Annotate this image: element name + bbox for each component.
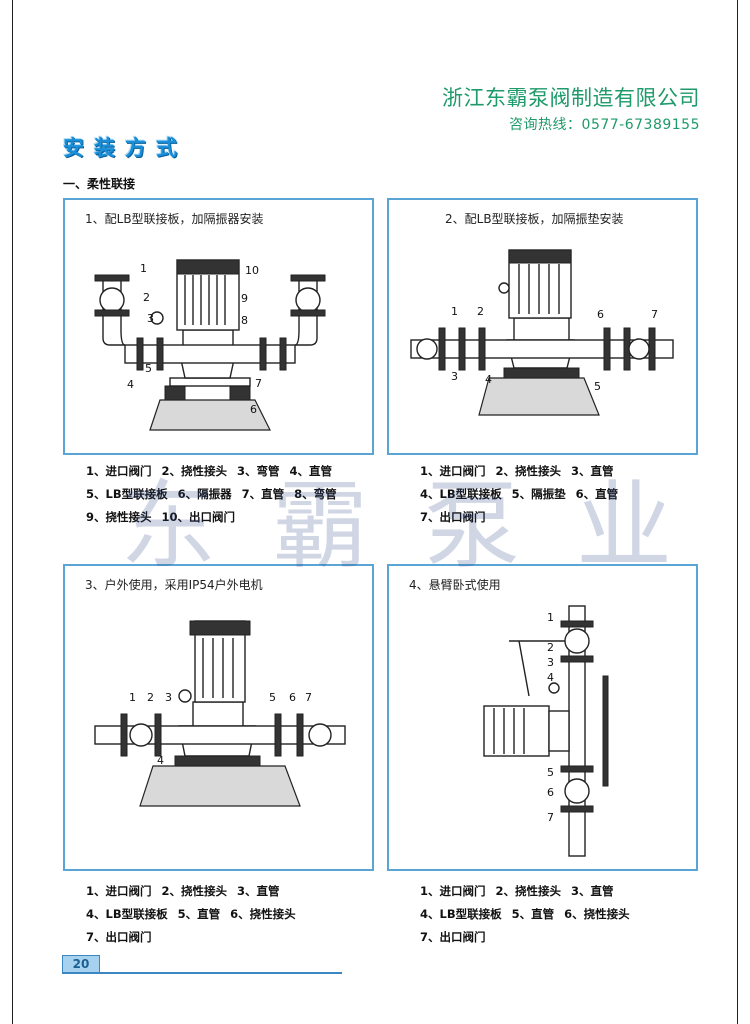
label-2: 2 bbox=[547, 641, 554, 654]
legend-item: 7、出口阀门 bbox=[420, 930, 486, 944]
label-7: 7 bbox=[547, 811, 554, 824]
isolator-left bbox=[164, 385, 186, 401]
legend-item: 4、直管 bbox=[289, 464, 333, 478]
label-2: 2 bbox=[143, 291, 150, 304]
panel-2-caption: 2、配LB型联接板，加隔振垫安装 bbox=[445, 212, 624, 226]
panel-3: 3、户外使用，采用IP54户外电机 1 2 3 4 5 6 7 bbox=[63, 564, 374, 871]
label-6: 6 bbox=[547, 786, 554, 799]
motor bbox=[483, 705, 550, 757]
legend-item: 7、出口阀门 bbox=[420, 510, 486, 524]
diagram-4: 1 2 3 4 5 6 7 bbox=[483, 605, 609, 857]
page-rule bbox=[62, 972, 342, 974]
label-7: 7 bbox=[255, 377, 262, 390]
label-5: 5 bbox=[594, 380, 601, 393]
panel-4-caption: 4、悬臂卧式使用 bbox=[409, 578, 501, 592]
label-3: 3 bbox=[451, 370, 458, 383]
label-4: 4 bbox=[157, 754, 164, 767]
section-title: 安装方式 bbox=[63, 136, 187, 160]
legend-item: 9、挠性接头 bbox=[86, 510, 152, 524]
label-1: 1 bbox=[140, 262, 147, 275]
legend-item: 1、进口阀门 bbox=[420, 884, 486, 898]
legend-2: 1、进口阀门 2、挠性接头 3、直管 4、LB型联接板 5、隔振垫 6、直管 7、出口阀… bbox=[420, 460, 628, 529]
legend-item: 3、直管 bbox=[571, 464, 614, 478]
label-3: 3 bbox=[147, 312, 154, 325]
legend-item: 1、进口阀门 bbox=[86, 464, 152, 478]
label-1: 1 bbox=[129, 691, 136, 704]
legend-item: 10、出口阀门 bbox=[161, 510, 236, 524]
legend-item: 4、LB型联接板 bbox=[420, 487, 502, 501]
company-name: 浙江东霸泵阀制造有限公司 bbox=[442, 86, 700, 110]
panel-1: 1、配LB型联接板，加隔振器安装 1 2 3 4 bbox=[63, 198, 374, 455]
diagram-3: 1 2 3 4 5 6 7 bbox=[94, 620, 346, 807]
label-6: 6 bbox=[250, 403, 257, 416]
label-9: 9 bbox=[241, 292, 248, 305]
diagram-1: 1 2 3 4 5 6 7 8 9 10 bbox=[94, 259, 326, 431]
legend-item: 8、弯管 bbox=[294, 487, 337, 501]
legend-item: 2、挠性接头 bbox=[495, 884, 562, 898]
label-1: 1 bbox=[547, 611, 554, 624]
legend-item: 4、LB型联接板 bbox=[86, 907, 168, 921]
panel-2: 2、配LB型联接板，加隔振垫安装 1 2 3 4 5 6 7 bbox=[387, 198, 698, 455]
foundation bbox=[149, 399, 271, 431]
legend-item: 3、弯管 bbox=[237, 464, 280, 478]
legend-item: 1、进口阀门 bbox=[420, 464, 486, 478]
label-3: 3 bbox=[547, 656, 554, 669]
diagram-2: 1 2 3 4 5 6 7 bbox=[410, 249, 674, 416]
panel-1-caption: 1、配LB型联接板，加隔振器安装 bbox=[85, 212, 264, 226]
wall bbox=[602, 675, 609, 787]
legend-item: 6、挠性接头 bbox=[564, 907, 630, 921]
hotline: 咨询热线：0577-67389155 bbox=[509, 117, 700, 133]
legend-item: 2、挠性接头 bbox=[161, 884, 228, 898]
legend-item: 2、挠性接头 bbox=[495, 464, 562, 478]
legend-item: 7、出口阀门 bbox=[86, 930, 152, 944]
label-8: 8 bbox=[241, 314, 248, 327]
label-2: 2 bbox=[477, 305, 484, 318]
panel-4: 4、悬臂卧式使用 1 2 3 4 5 6 7 bbox=[387, 564, 698, 871]
legend-item: 5、直管 bbox=[511, 907, 555, 921]
legend-item: 5、隔振垫 bbox=[511, 487, 566, 501]
label-7: 7 bbox=[651, 308, 658, 321]
label-5: 5 bbox=[547, 766, 554, 779]
label-4: 4 bbox=[127, 378, 134, 391]
legend-3: 1、进口阀门 2、挠性接头 3、直管 4、LB型联接板 5、直管 6、挠性接头 7、出口… bbox=[86, 880, 306, 949]
legend-item: 3、直管 bbox=[571, 884, 614, 898]
legend-item: 5、LB型联接板 bbox=[86, 487, 168, 501]
label-3: 3 bbox=[165, 691, 172, 704]
label-6: 6 bbox=[289, 691, 296, 704]
label-10: 10 bbox=[245, 264, 259, 277]
label-7: 7 bbox=[305, 691, 312, 704]
label-5: 5 bbox=[145, 362, 152, 375]
legend-item: 2、挠性接头 bbox=[161, 464, 228, 478]
vibration-pad bbox=[478, 377, 600, 416]
label-4: 4 bbox=[547, 671, 554, 684]
page-border-left bbox=[12, 0, 13, 1024]
label-6: 6 bbox=[597, 308, 604, 321]
sub-title: 一、柔性联接 bbox=[63, 177, 136, 191]
label-4: 4 bbox=[485, 373, 492, 386]
legend-1: 1、进口阀门 2、挠性接头 3、弯管 4、直管 5、LB型联接板 6、隔振器 7、直管 8、… bbox=[86, 460, 347, 529]
legend-4: 1、进口阀门 2、挠性接头 3、直管 4、LB型联接板 5、直管 6、挠性接头 7、出口… bbox=[420, 880, 640, 949]
mount-plate bbox=[169, 377, 251, 387]
label-5: 5 bbox=[269, 691, 276, 704]
legend-item: 6、挠性接头 bbox=[230, 907, 296, 921]
legend-item: 5、直管 bbox=[177, 907, 221, 921]
label-2: 2 bbox=[147, 691, 154, 704]
legend-item: 6、直管 bbox=[575, 487, 619, 501]
page-border-right bbox=[737, 0, 738, 1024]
label-1: 1 bbox=[451, 305, 458, 318]
legend-item: 4、LB型联接板 bbox=[420, 907, 502, 921]
isolator-right bbox=[229, 385, 251, 401]
company-header: 浙江东霸泵阀制造有限公司 咨询热线：0577-67389155 bbox=[440, 82, 700, 134]
legend-item: 6、隔振器 bbox=[177, 487, 232, 501]
legend-item: 7、直管 bbox=[241, 487, 285, 501]
panel-3-caption: 3、户外使用，采用IP54户外电机 bbox=[85, 578, 263, 592]
legend-item: 1、进口阀门 bbox=[86, 884, 152, 898]
page-number: 20 bbox=[62, 955, 100, 973]
legend-item: 3、直管 bbox=[237, 884, 280, 898]
